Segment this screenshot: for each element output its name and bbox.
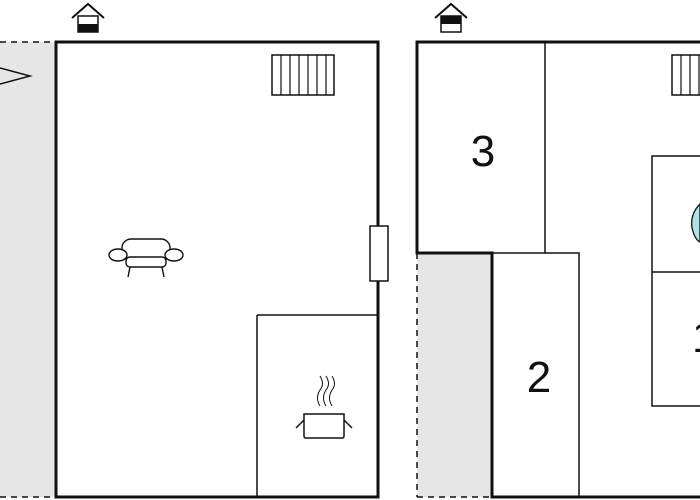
bathroom-area [651, 155, 700, 407]
sofa-icon [108, 238, 184, 278]
house-icon [434, 2, 468, 33]
terrace-right [416, 253, 492, 498]
room-3-label: 3 [471, 127, 495, 176]
room-1-label: 1 [692, 313, 700, 362]
terrace-arrow-icon [0, 67, 33, 85]
room-3: 3 [471, 42, 546, 253]
radiator-icon [271, 54, 335, 96]
window-icon [369, 225, 389, 282]
room-2-label: 2 [527, 353, 551, 402]
terrace-left [0, 41, 56, 498]
shower-icon [691, 203, 700, 243]
house-icon [71, 2, 105, 33]
kitchen-partition [256, 314, 378, 497]
cooking-pot-icon [295, 375, 353, 439]
room-2: 2 [491, 252, 580, 498]
radiator-icon [671, 54, 700, 96]
